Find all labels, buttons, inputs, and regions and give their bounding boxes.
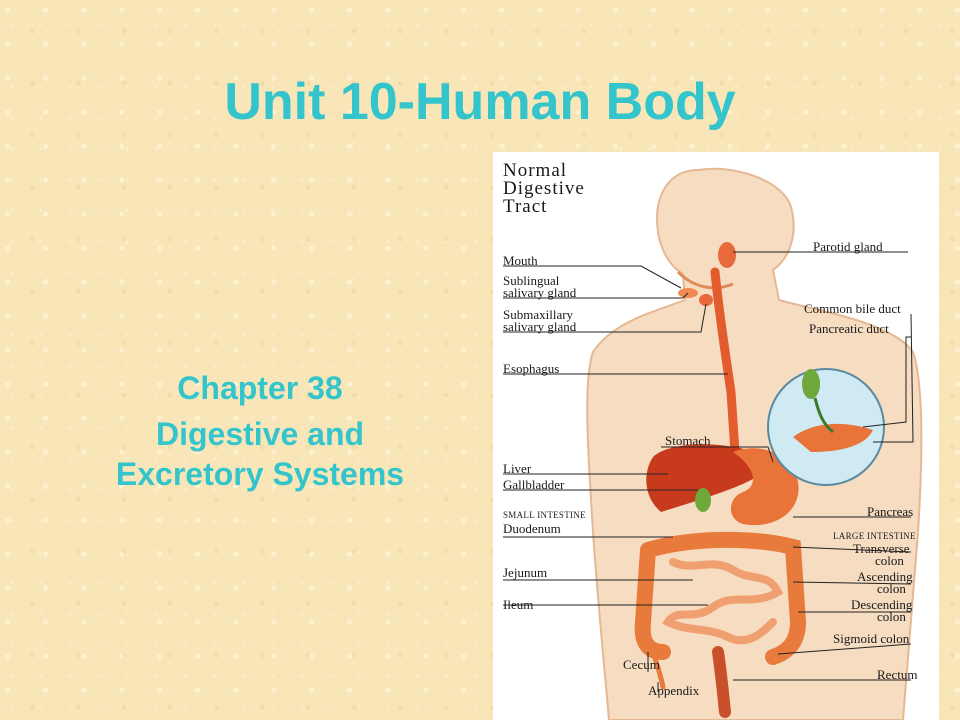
body-silhouette [586,167,923,720]
diagram-title-line-2: Digestive [503,178,585,199]
digestive-tract-diagram: Normal Digestive Tract Mouth Sublingual … [493,152,939,720]
label-small-intestine: SMALL INTESTINE [503,510,586,520]
chapter-label: Chapter 38 [177,370,343,406]
label-duodenum: Duodenum [503,521,561,536]
stomach-shape [730,448,799,526]
label-transverse-1: Transverse [853,541,910,556]
rectum-shape [712,646,731,718]
label-ascending-2: colon [877,581,906,596]
appendix-shape [650,649,666,690]
label-submaxillary-1: Submaxillary [503,307,574,322]
label-rectum: Rectum [877,667,918,682]
esophagus-shape [710,267,740,457]
pancreas-shape [793,423,873,452]
label-common-bile-duct: Common bile duct [804,301,901,316]
diagram-title-line-3: Tract [503,196,548,217]
label-liver: Liver [503,461,532,476]
label-ascending-1: Ascending [857,569,913,584]
label-transverse-2: colon [875,553,904,568]
label-jejunum: Jejunum [503,565,548,580]
label-sigmoid-colon: Sigmoid colon [833,631,910,646]
submaxillary-gland-shape [699,294,713,306]
label-mouth: Mouth [503,253,538,268]
small-intestine-shape [662,558,784,645]
label-large-intestine: LARGE INTESTINE [833,531,916,541]
parotid-gland-shape [718,242,736,268]
inset-gallbladder-shape [802,369,820,399]
label-gallbladder: Gallbladder [503,477,565,492]
subtitle-line-1: Digestive and [155,416,365,452]
diagram-title: Normal Digestive Tract [503,160,585,217]
label-ileum: Ileum [503,597,534,612]
slide-subtitle: Chapter 38 Digestive and Excretory Syste… [20,368,500,494]
liver-shape [646,444,766,512]
diagram-title-line-1: Normal [503,160,568,181]
label-sublingual-2: salivary gland [503,285,577,300]
large-intestine-shape [634,531,807,665]
label-descending-2: colon [877,609,906,624]
label-submaxillary-2: salivary gland [503,319,577,334]
label-stomach: Stomach [665,433,711,448]
gallbladder-shape [695,488,711,512]
label-esophagus: Esophagus [503,361,560,376]
slide-title: Unit 10-Human Body [224,73,736,131]
label-pancreatic-duct: Pancreatic duct [809,321,889,336]
leader-lines [503,251,914,692]
label-parotid-gland: Parotid gland [813,239,883,254]
label-cecum: Cecum [623,657,660,672]
anatomy-illustration [503,167,923,720]
label-appendix: Appendix [648,683,700,698]
label-sublingual-1: Sublingual [503,273,560,288]
label-descending-1: Descending [851,597,913,612]
bile-duct-shape [813,397,834,434]
label-pancreas: Pancreas [867,504,914,519]
mouth-outline [676,270,734,290]
subtitle-line-2: Excretory Systems [115,456,405,492]
